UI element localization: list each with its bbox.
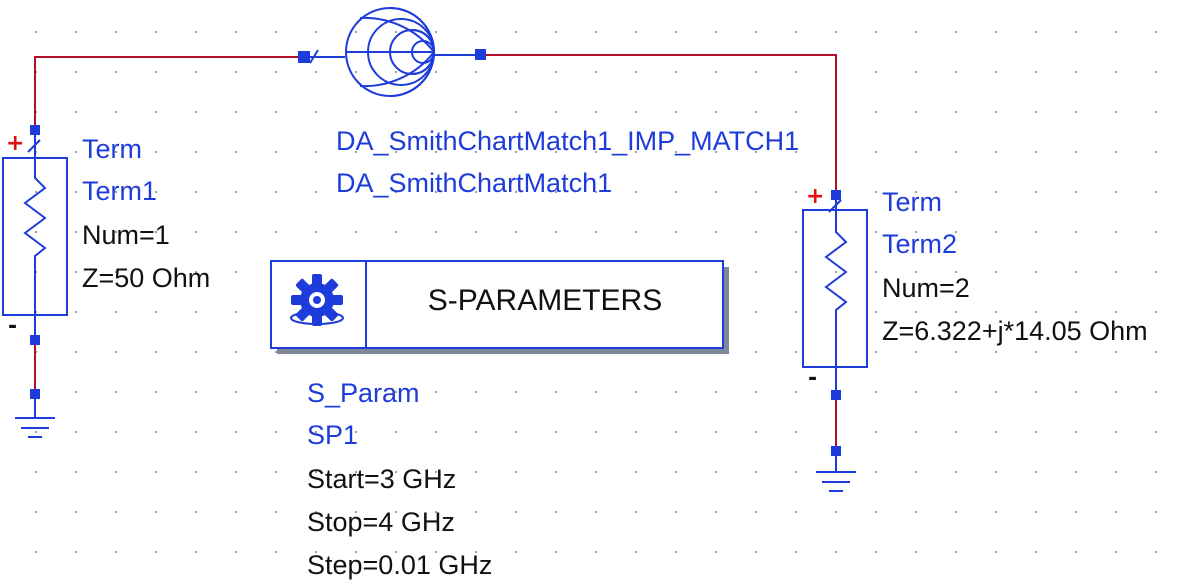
gear-icon (290, 274, 344, 326)
sparam-start-param: Start=3 GHz (307, 464, 457, 494)
term2-type-label: Term (882, 187, 942, 217)
term1-type-label: Term (82, 134, 142, 164)
sparam-type-label: S_Param (307, 378, 420, 408)
term2-num-param: Num=2 (882, 273, 970, 303)
term2-minus-sign: - (808, 366, 818, 391)
term1-num-param: Num=1 (82, 220, 170, 250)
term2-impedance-param: Z=6.322+j*14.05 Ohm (882, 316, 1148, 346)
matcher-type-label: DA_SmithChartMatch1 (336, 168, 613, 198)
wires (34, 54, 837, 455)
ground-icon-1 (15, 398, 55, 438)
sparam-stop-param: Stop=4 GHz (307, 507, 455, 537)
term2-plus-sign: + (806, 184, 825, 209)
term1-minus-sign: - (8, 314, 18, 339)
sparameters-title: S-PARAMETERS (427, 284, 663, 317)
sparam-name-label: SP1 (307, 420, 359, 450)
term2-symbol[interactable] (802, 190, 868, 456)
ground-icon-2 (816, 455, 856, 492)
term1-symbol[interactable] (2, 125, 68, 399)
term1-plus-sign: + (6, 131, 25, 156)
term2-name-label: Term2 (882, 229, 958, 259)
wire-top-left (34, 56, 305, 130)
sparam-step-param: Step=0.01 GHz (307, 550, 493, 580)
wire-top-right (480, 54, 837, 195)
term1-name-label: Term1 (82, 176, 158, 206)
matcher-instance-label: DA_SmithChartMatch1_IMP_MATCH1 (336, 126, 800, 156)
sparameters-block[interactable] (270, 260, 729, 354)
smith-chart-icon[interactable] (298, 7, 486, 97)
term1-impedance-param: Z=50 Ohm (82, 263, 211, 293)
